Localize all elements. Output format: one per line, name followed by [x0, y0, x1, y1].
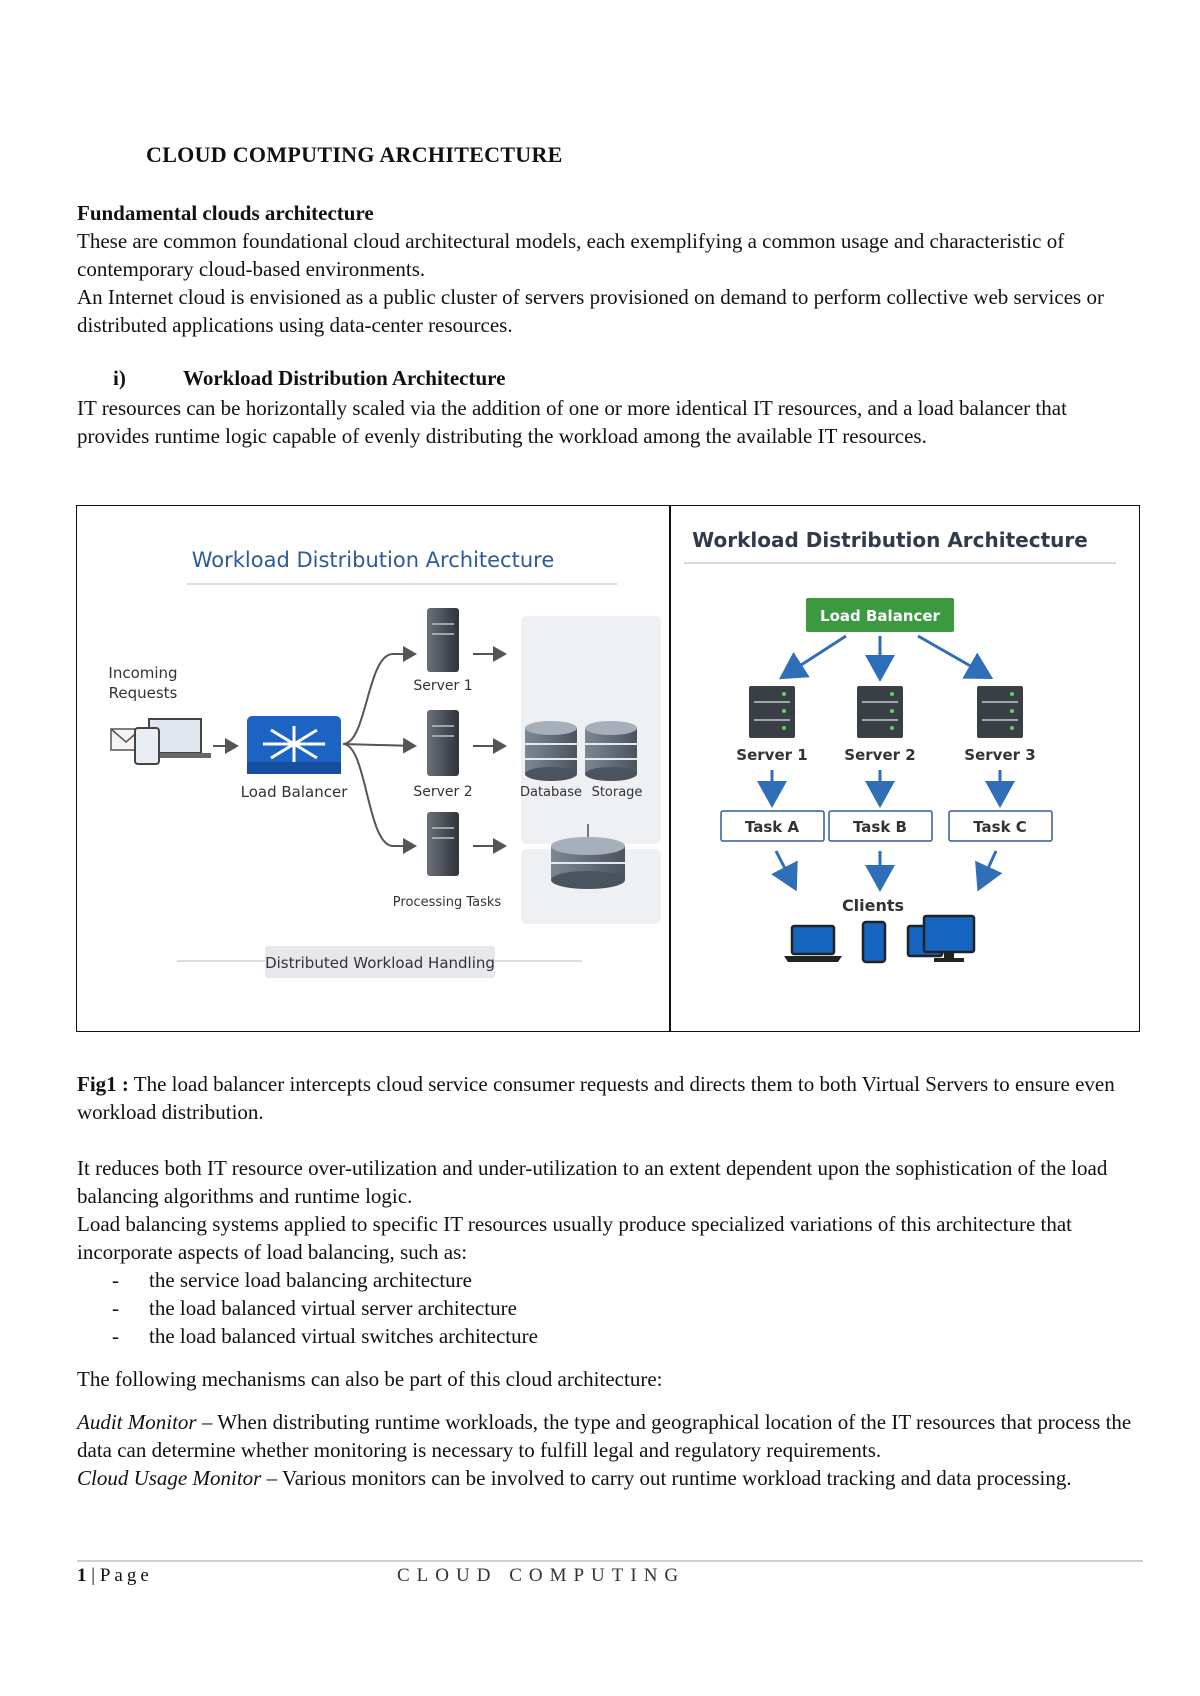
list-item-dash: -	[112, 1324, 119, 1348]
server-2-label: Server 2	[413, 784, 472, 800]
footer-rule	[77, 1560, 1143, 1562]
clients-label: Clients	[842, 896, 904, 915]
processing-tasks-label: Processing Tasks	[393, 895, 502, 910]
task-c-box	[948, 810, 1053, 842]
section-heading: Fundamental clouds architecture	[77, 201, 374, 225]
caption-text: The load balancer intercepts cloud servi…	[77, 1072, 1115, 1124]
body-section: It reduces both IT resource over-utiliza…	[77, 1154, 1137, 1350]
caption-label: Fig1 :	[77, 1072, 129, 1096]
right-diagram: Workload Distribution Architecture Load …	[684, 528, 1116, 964]
subsection-heading: i) Workload Distribution Architecture	[113, 366, 505, 391]
figure-caption: Fig1 : The load balancer intercepts clou…	[77, 1070, 1137, 1126]
audit-monitor-term: Audit Monitor	[77, 1410, 197, 1434]
paragraph-reduces: It reduces both IT resource over-utiliza…	[77, 1156, 1108, 1208]
server-1-icon	[427, 608, 459, 672]
figure-workload-distribution: Workload Distribution Architecture Incom…	[76, 505, 1140, 1032]
subsection-title: Workload Distribution Architecture	[183, 366, 506, 390]
database-label: Database	[520, 785, 582, 800]
right-server-2-icon	[857, 686, 903, 738]
list-item-text: the load balanced virtual server archite…	[149, 1296, 517, 1320]
database-icon	[525, 721, 577, 781]
cloud-usage-monitor-term: Cloud Usage Monitor	[77, 1466, 262, 1490]
right-server-3-label: Server 3	[964, 746, 1035, 764]
subsection-paragraph: IT resources can be horizontally scaled …	[77, 396, 1067, 448]
task-c-label: Task C	[973, 818, 1027, 836]
cloud-usage-monitor-text: – Various monitors can be involved to ca…	[261, 1466, 1072, 1490]
cloud-usage-monitor-paragraph: Cloud Usage Monitor – Various monitors c…	[77, 1464, 1137, 1492]
intro-section: Fundamental clouds architecture These ar…	[77, 199, 1137, 339]
task-a-label: Task A	[745, 818, 800, 836]
storage-icon	[585, 721, 637, 781]
desktop-monitor-icon	[906, 914, 976, 962]
left-diagram: Workload Distribution Architecture Incom…	[108, 548, 661, 978]
list-item: - the load balanced virtual switches arch…	[77, 1322, 1137, 1350]
page-number: 1	[77, 1565, 87, 1586]
load-balancer-box	[806, 598, 954, 632]
server-1-label: Server 1	[413, 678, 472, 694]
list-item: - the service load balancing architecture	[77, 1266, 1137, 1294]
phone-icon	[861, 920, 887, 964]
incoming-requests-label-1: Incoming	[108, 664, 177, 682]
mechanisms-intro: The following mechanisms can also be par…	[77, 1367, 663, 1391]
disk-storage-icon	[551, 824, 625, 889]
right-server-1-label: Server 1	[736, 746, 807, 764]
intro-paragraph-2: An Internet cloud is envisioned as a pub…	[77, 285, 1104, 337]
distributed-workload-label: Distributed Workload Handling	[265, 954, 495, 972]
right-server-2-label: Server 2	[844, 746, 915, 764]
subsection-number: i)	[113, 366, 126, 390]
list-item-text: the service load balancing architecture	[149, 1268, 472, 1292]
incoming-requests-label-2: Requests	[109, 684, 178, 702]
left-diagram-title: Workload Distribution Architecture	[192, 548, 555, 572]
load-balancer-icon	[247, 716, 341, 774]
right-load-balancer-label: Load Balancer	[820, 607, 941, 625]
task-b-label: Task B	[853, 818, 907, 836]
distributed-workload-badge	[265, 946, 495, 978]
task-a-box	[720, 810, 825, 842]
right-server-3-icon	[977, 686, 1023, 738]
right-server-1-icon	[749, 686, 795, 738]
page-word: Page	[99, 1565, 153, 1586]
laptop-icon	[784, 924, 842, 962]
mechanisms-section: Audit Monitor – When distributing runtim…	[77, 1408, 1137, 1492]
right-diagram-title: Workload Distribution Architecture	[692, 528, 1088, 552]
list-item-dash: -	[112, 1268, 119, 1292]
list-item-text: the load balanced virtual switches archi…	[149, 1324, 538, 1348]
processing-server-icon	[427, 812, 459, 876]
storage-label: Storage	[592, 785, 643, 800]
task-b-box	[828, 810, 933, 842]
list-item: - the load balanced virtual server archit…	[77, 1294, 1137, 1322]
client-devices-icon	[110, 718, 211, 765]
audit-monitor-text: – When distributing runtime workloads, t…	[77, 1410, 1132, 1462]
page-separator: |	[86, 1565, 100, 1586]
page-footer: 1 | Page CLOUD COMPUTING	[77, 1565, 678, 1587]
variations-list: - the service load balancing architecture…	[77, 1266, 1137, 1350]
document-title: CLOUD COMPUTING ARCHITECTURE	[146, 142, 563, 167]
server-2-icon	[427, 710, 459, 776]
load-balancer-label: Load Balancer	[241, 783, 349, 801]
paragraph-load-balancing-systems: Load balancing systems applied to specif…	[77, 1212, 1073, 1264]
audit-monitor-paragraph: Audit Monitor – When distributing runtim…	[77, 1408, 1137, 1464]
running-header: CLOUD COMPUTING	[397, 1565, 686, 1586]
intro-paragraph-1: These are common foundational cloud arch…	[77, 229, 1065, 281]
list-item-dash: -	[112, 1296, 119, 1320]
figure-divider	[669, 506, 671, 1031]
